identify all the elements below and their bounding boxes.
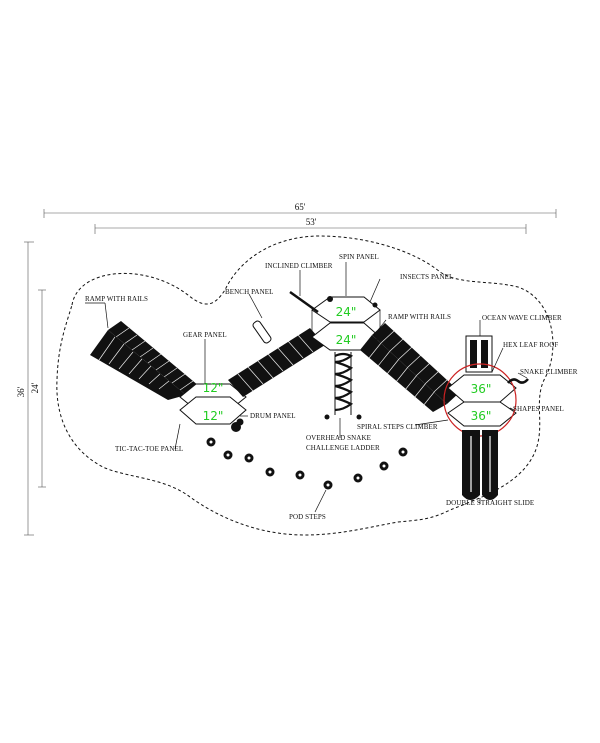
ramp-with-rails-left [90,321,199,400]
label-overhead-snake-line1: OVERHEAD SNAKE [306,434,371,442]
deck-height-right-bottom: 36" [471,409,492,423]
inner-width-label: 53' [306,217,317,227]
deck-height-right-top: 36" [471,382,492,396]
label-snake-climber: SNAKE CLIMBER [520,368,578,376]
deck-left [179,383,247,432]
deck-height-center-bottom: 24" [336,333,357,347]
leader-lines [85,262,528,513]
overall-width-label: 65' [295,202,306,212]
label-spiral-steps-climber: SPIRAL STEPS CLIMBER [357,423,438,431]
label-ramp-with-rails-left: RAMP WITH RAILS [85,295,148,303]
ocean-wave-climber-shape [465,335,493,373]
label-insects-panel: INSECTS PANEL [400,273,453,281]
pod-steps [206,437,408,490]
ramp-with-rails-right [360,323,460,412]
deck-right [443,363,517,437]
drum-panel-shape [236,418,244,426]
label-pod-steps: POD STEPS [289,513,326,521]
inner-depth-label: 24' [30,382,40,393]
label-bench-panel: BENCH PANEL [225,288,274,296]
label-hex-leaf-roof: HEX LEAF ROOF [503,341,558,349]
snake-climber-shape [507,378,529,384]
label-ocean-wave-climber: OCEAN WAVE CLIMBER [482,314,562,322]
label-drum-panel: DRUM PANEL [250,412,296,420]
deck-height-center-top: 24" [336,305,357,319]
label-tic-tac-toe-panel: TIC-TAC-TOE PANEL [115,445,183,453]
label-ramp-with-rails-right: RAMP WITH RAILS [388,313,451,321]
deck-center [311,296,381,351]
overall-depth-label: 36' [16,386,26,397]
label-shapes-panel: SHAPES PANEL [513,405,564,413]
label-double-straight-slide: DOUBLE STRAIGHT SLIDE [446,499,534,507]
deck-height-left-bottom: 12" [203,409,224,423]
inclined-climber-shape [289,290,319,314]
label-overhead-snake-line2: CHALLENGE LADDER [306,444,380,452]
label-gear-panel: GEAR PANEL [183,331,227,339]
dimension-lines [24,209,557,536]
safety-zone-outline [56,235,554,536]
ramp-middle-left [228,328,325,397]
overhead-snake-ladder-shape [324,352,362,420]
label-spin-panel: SPIN PANEL [339,253,379,261]
double-straight-slide-shape [462,430,498,500]
label-inclined-climber: INCLINED CLIMBER [265,262,333,270]
bench-panel-shape [252,320,272,344]
deck-height-left-top: 12" [203,381,224,395]
